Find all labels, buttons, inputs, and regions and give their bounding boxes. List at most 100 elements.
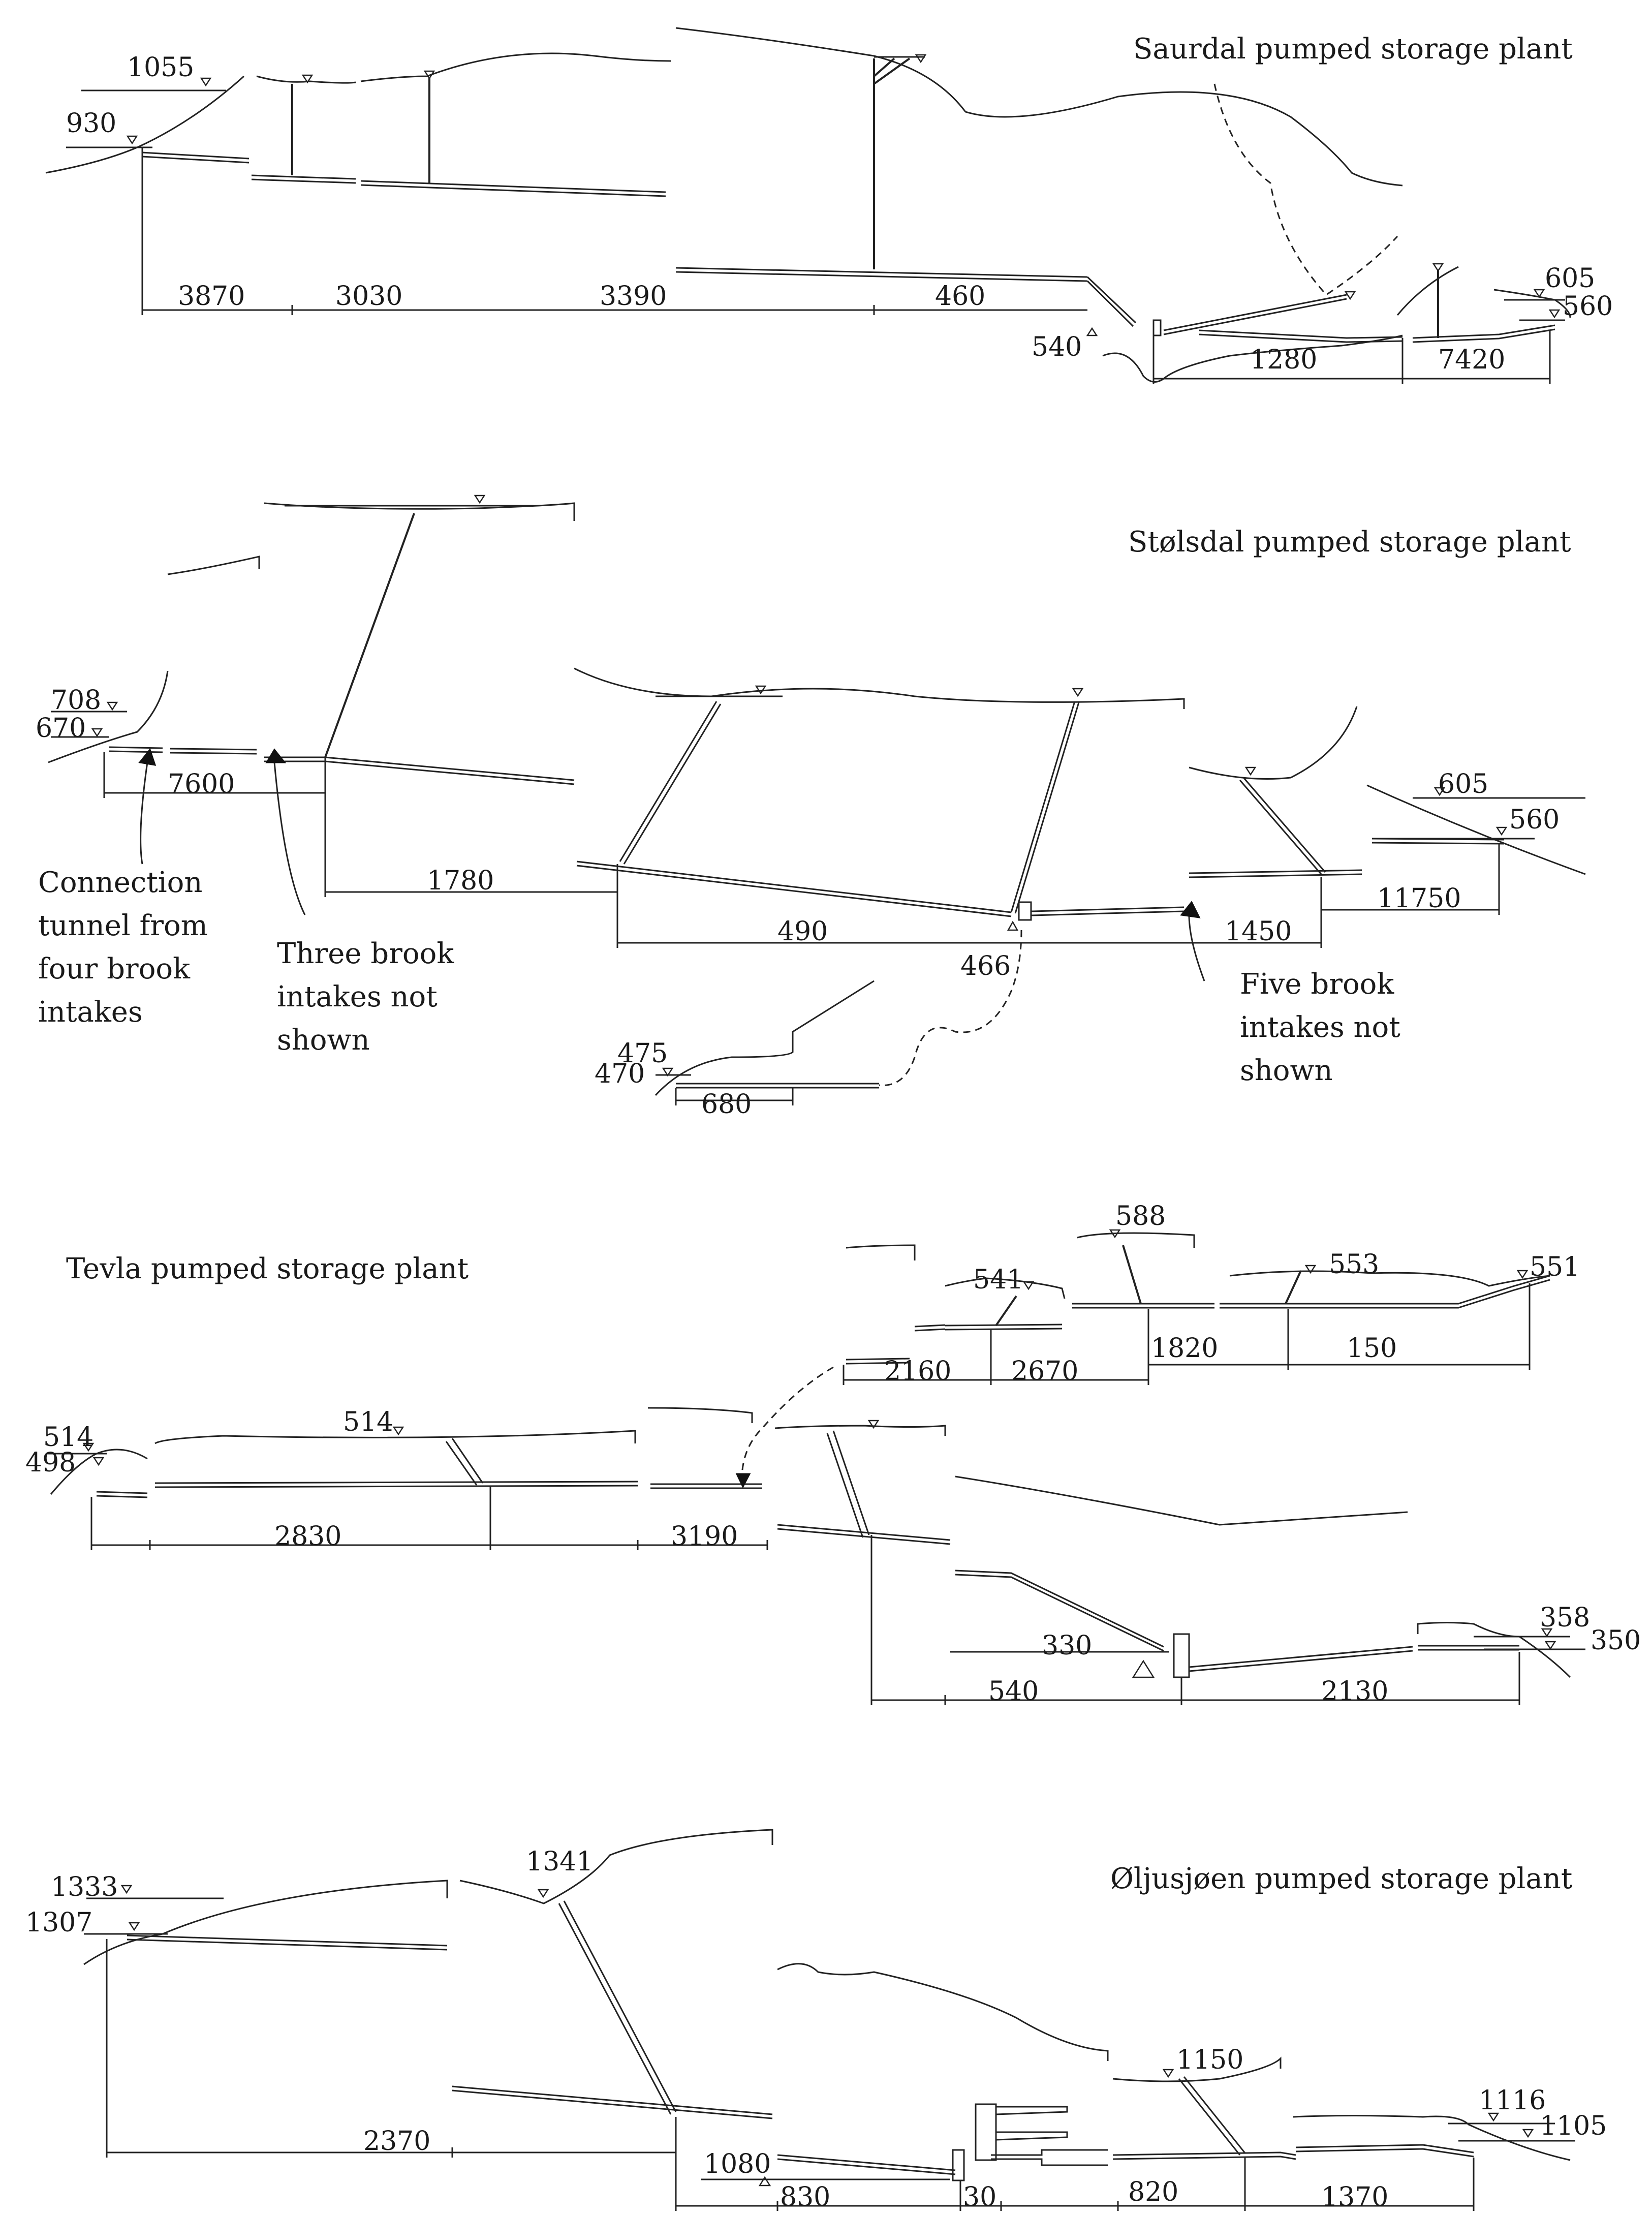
tevla-shaft-3 — [995, 1295, 1017, 1327]
stolsdal-elev-470: 470 — [595, 1059, 645, 1089]
oljusjoen-dist-30: 30 — [963, 2182, 996, 2212]
oljusjoen-elev-1150: 1150 — [1176, 2045, 1243, 2075]
stolsdal-note-connection-tunnel: Connection tunnel from four brook intake… — [38, 866, 217, 1029]
stolsdal-arrow-3-stem — [1188, 914, 1205, 981]
saurdal-terrain-7 — [1102, 334, 1403, 383]
oljusjoen-elev-1080: 1080 — [704, 2149, 771, 2179]
saurdal-terrain-5 — [1396, 266, 1459, 316]
tevla-terrain-5 — [955, 1475, 1408, 1526]
saurdal-dist-3390: 3390 — [600, 281, 667, 312]
oljusjoen-elev-1333: 1333 — [51, 1872, 118, 1902]
saurdal-elev-605: 605 — [1545, 263, 1595, 294]
saurdal-dist-3870: 3870 — [178, 281, 245, 312]
oljusjoen-tunnel-a — [127, 1934, 448, 1951]
oljusjoen-profile: Øljusjøen pumped storage plant — [25, 1829, 1607, 2212]
tevla-level-marker — [867, 1420, 880, 1429]
saurdal-level-marker — [915, 54, 927, 64]
tevla-tunnel-k — [1072, 1303, 1214, 1309]
saurdal-terrain-3 — [360, 52, 671, 82]
tevla-level-marker — [392, 1426, 404, 1436]
stolsdal-tunnel-f — [1189, 869, 1362, 878]
oljusjoen-elev-1105: 1105 — [1540, 2111, 1607, 2141]
oljusjoen-tunnel-d — [991, 2149, 1108, 2166]
stolsdal-tunnel-b — [170, 748, 257, 755]
oljusjoen-level-marker — [1487, 2112, 1500, 2122]
tevla-terrain-3 — [647, 1407, 753, 1423]
oljusjoen-dist-830: 830 — [780, 2182, 830, 2212]
tevla-level-marker — [1516, 1270, 1529, 1279]
stolsdal-profile: Stølsdal pumped storage plant — [36, 495, 1586, 1120]
stolsdal-terrain-5 — [1189, 706, 1358, 780]
oljusjoen-powerhouse — [952, 2149, 965, 2181]
oljusjoen-level-marker — [1522, 2129, 1534, 2138]
tevla-level-marker — [1109, 1229, 1121, 1239]
tevla-tunnel-h — [846, 1358, 910, 1365]
saurdal-level-marker — [1533, 289, 1545, 298]
tevla-elev-553: 553 — [1329, 1249, 1379, 1280]
saurdal-terrain-6 — [1493, 289, 1571, 318]
oljusjoen-terrain-4 — [1112, 2056, 1282, 2082]
stolsdal-arrow-2-stem — [273, 762, 306, 915]
oljusjoen-dist-1370: 1370 — [1321, 2182, 1388, 2212]
oljusjoen-title: Øljusjøen pumped storage plant — [1110, 1862, 1573, 1895]
stolsdal-arrow-2-head — [265, 748, 287, 763]
tevla-tunnel-b — [154, 1481, 638, 1488]
saurdal-elev-540: 540 — [1032, 332, 1082, 362]
oljusjoen-surge-chamber — [975, 2103, 997, 2161]
saurdal-dist-3030: 3030 — [335, 281, 402, 312]
tevla-elev-330: 330 — [1042, 1631, 1092, 1661]
oljusjoen-shaft-1 — [558, 1900, 677, 2115]
oljusjoen-terrain-1 — [83, 1880, 448, 1965]
tevla-level-marker — [1544, 1641, 1556, 1650]
tevla-level-marker — [1132, 1659, 1155, 1678]
saurdal-tunnel-h — [1412, 324, 1555, 343]
tevla-elev-588: 588 — [1115, 1201, 1166, 1232]
tevla-profile: Tevla pumped storage plant — [25, 1201, 1641, 1707]
saurdal-level-marker — [1344, 291, 1356, 300]
stolsdal-tunnel-h — [676, 1083, 879, 1089]
saurdal-level-marker — [423, 70, 435, 80]
oljusjoen-tunnel-e — [1112, 2151, 1296, 2160]
tevla-powerhouse — [1173, 1633, 1190, 1678]
stolsdal-dist-1780: 1780 — [427, 866, 494, 896]
oljusjoen-level-marker — [120, 1885, 133, 1894]
stolsdal-shaft-2 — [619, 701, 722, 865]
saurdal-powerhouse — [1152, 319, 1162, 336]
tevla-tunnel-d — [777, 1524, 951, 1545]
tevla-tunnel-g — [1418, 1645, 1519, 1651]
tevla-shaft-4 — [1122, 1245, 1142, 1304]
tevla-terrain-10 — [1229, 1270, 1550, 1287]
saurdal-dist-7420: 7420 — [1438, 345, 1505, 375]
stolsdal-tunnel-a — [109, 746, 163, 753]
oljusjoen-dist-820: 820 — [1128, 2177, 1178, 2207]
saurdal-level-marker — [1432, 263, 1444, 272]
oljusjoen-surge-tunnel-2 — [995, 2131, 1068, 2141]
stolsdal-elev-670: 670 — [36, 713, 86, 744]
tevla-tunnel-e — [955, 1570, 1164, 1652]
saurdal-tunnel-e — [1086, 276, 1137, 327]
tevla-elev-514: 514 — [343, 1407, 393, 1437]
saurdal-dist-1280: 1280 — [1250, 345, 1317, 375]
tevla-dist-1820: 1820 — [1151, 1333, 1218, 1364]
saurdal-tunnel-d — [675, 267, 1088, 282]
tevla-title: Tevla pumped storage plant — [66, 1252, 469, 1285]
stolsdal-elev-475: 475 — [617, 1038, 668, 1069]
stolsdal-tunnel-d — [576, 860, 1012, 917]
stolsdal-terrain-1 — [48, 670, 169, 763]
tevla-terrain-8 — [945, 1277, 1066, 1299]
stolsdal-terrain-3 — [264, 502, 575, 521]
oljusjoen-level-marker — [128, 1922, 140, 1931]
oljusjoen-tunnel-c — [777, 2154, 956, 2175]
saurdal-terrain-2 — [256, 75, 356, 84]
saurdal-elev-1055: 1055 — [127, 52, 194, 83]
saurdal-level-marker — [1548, 309, 1561, 319]
stolsdal-terrain-6 — [1366, 784, 1586, 875]
stolsdal-terrain-2 — [167, 556, 260, 575]
stolsdal-terrain-7 — [654, 980, 875, 1096]
oljusjoen-tunnel-b — [452, 2085, 773, 2119]
stolsdal-elev-560: 560 — [1509, 805, 1560, 835]
stolsdal-shaft-3 — [1010, 701, 1080, 914]
tevla-terrain-9 — [1077, 1232, 1195, 1248]
stolsdal-level-marker — [1244, 766, 1257, 776]
